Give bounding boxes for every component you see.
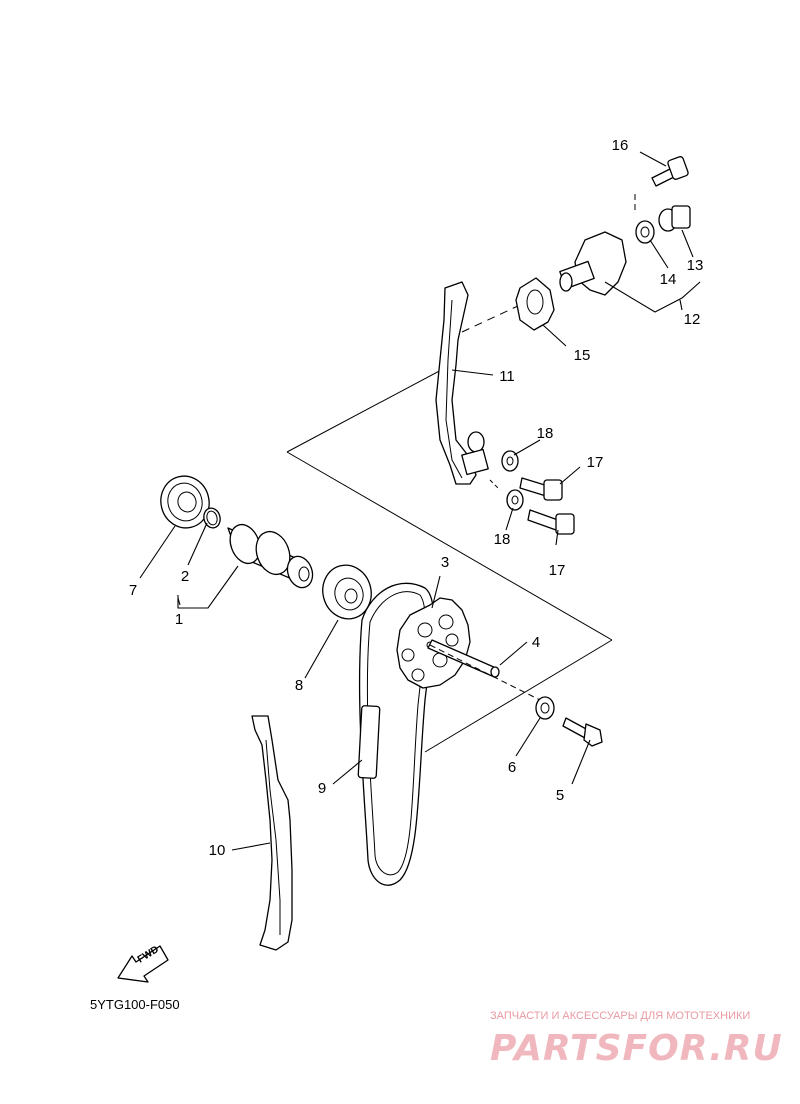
callout-13: 13 <box>687 257 704 274</box>
callout-3: 3 <box>441 554 449 571</box>
washer-18-upper <box>501 450 519 472</box>
bolt-17-upper <box>519 477 563 501</box>
bearing-left <box>160 475 210 529</box>
callout-5: 5 <box>556 787 564 804</box>
callout-2: 2 <box>181 568 189 585</box>
bolt-5 <box>562 717 603 747</box>
watermark-brand: PARTSFOR.RU <box>490 1028 783 1069</box>
callout-8: 8 <box>295 677 303 694</box>
callout-6: 6 <box>508 759 516 776</box>
tensioner-assembly <box>559 231 627 296</box>
pin-axis-line <box>429 644 541 701</box>
bolt-17-lower <box>527 509 575 535</box>
washer-18-lower <box>506 489 524 511</box>
gasket <box>515 277 555 331</box>
leader-lines <box>139 151 701 851</box>
callout-11: 11 <box>499 368 515 385</box>
o-ring <box>203 507 221 529</box>
callout-18-upper: 18 <box>537 425 554 442</box>
callout-17-upper: 17 <box>587 454 604 471</box>
gasket-axis-line <box>461 304 521 333</box>
callout-18-lower: 18 <box>494 531 511 548</box>
bearing-right <box>322 564 372 620</box>
callout-16: 16 <box>612 137 629 154</box>
assembly-reference-lines <box>286 367 613 753</box>
callout-4: 4 <box>532 634 540 651</box>
callout-17-lower: 17 <box>549 562 566 579</box>
tensioner-guide <box>435 281 489 485</box>
callout-10: 10 <box>209 842 226 859</box>
callout-1: 1 <box>175 611 183 628</box>
watermark-tagline: ЗАПЧАСТИ И АКСЕССУАРЫ ДЛЯ МОТОТЕХНИКИ <box>490 1010 750 1022</box>
callout-9: 9 <box>318 780 326 797</box>
callout-12: 12 <box>684 311 701 328</box>
dowel-pin <box>427 639 500 678</box>
camshaft <box>227 523 314 589</box>
fwd-arrow-icon: FWD <box>117 944 169 983</box>
bolt-16 <box>651 156 689 187</box>
washer-6 <box>535 696 555 720</box>
callout-7: 7 <box>129 582 137 599</box>
cap-bolt-13 <box>658 205 691 232</box>
washer-14 <box>635 220 655 244</box>
chain-guide <box>251 715 293 951</box>
callout-15: 15 <box>574 347 591 364</box>
callout-14: 14 <box>660 271 677 288</box>
diagram-code: 5YTG100-F050 <box>90 997 180 1012</box>
